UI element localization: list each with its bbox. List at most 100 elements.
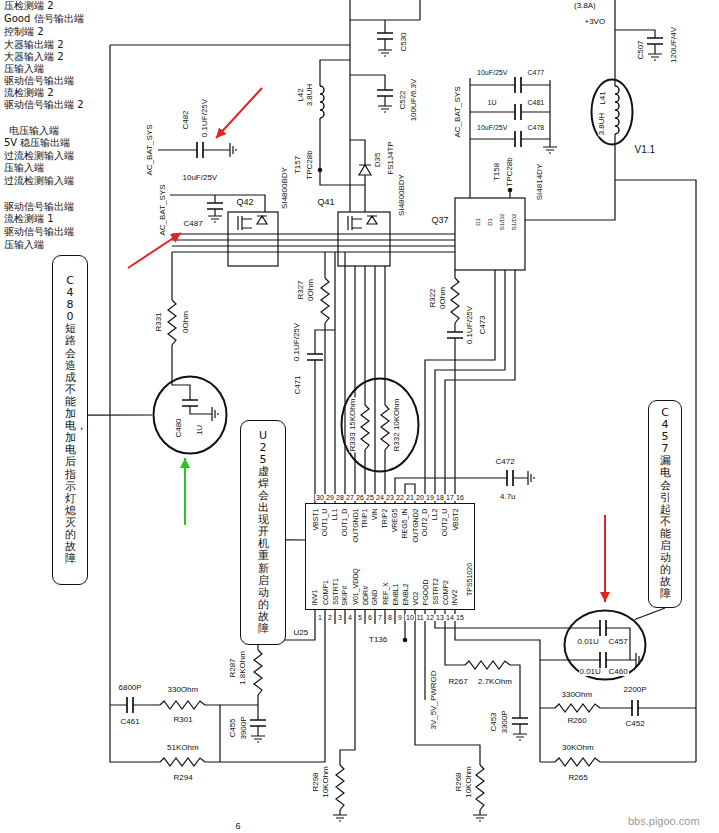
component-label: 30KOhm [561,744,595,752]
pin-number: 19 [425,494,435,501]
pin-description: 驱动信号输出端 [3,202,75,212]
fault-note: C480短路会造成不能加电，加电后指示灯熄灭的故障 [52,255,88,585]
pin-number: 9 [397,614,403,621]
pin-name: VIN [371,507,378,521]
component-label: R333 15KOhm [349,398,357,453]
component-label: D35 [374,152,382,169]
component-label: C473 [478,314,486,335]
pin-name: COMP2 [441,579,448,606]
component-label: C457 [608,638,629,646]
component-label: 3V_5V_PWRGD [429,669,437,730]
pin-number: 5 [357,614,363,621]
component-label: T157 [294,155,302,175]
leader-line [88,414,152,415]
component-label: (3.8A) [573,2,597,10]
component-label: Q42 [236,198,255,207]
pin-number: 21 [405,494,415,501]
pin-number: 7 [377,614,383,621]
page-number: 6 [235,822,242,831]
wire [220,624,696,815]
component-label: S1/D2 [511,213,517,232]
test-point [508,188,513,193]
component-label: 2200P [623,686,648,694]
pin-name: ENBL2 [402,582,409,606]
pin-name: GND [371,588,378,606]
component-label: 4.7u [499,493,517,501]
pin-name: V01_VDDQ [351,567,358,606]
leader-line [635,608,665,620]
pin-name: INV1 [311,588,318,606]
component-label: SI4800BDY [281,166,289,210]
ellipse-outline [565,611,646,680]
wire [158,150,455,252]
component-label: D1 [475,217,481,227]
pin-name: INV2 [451,588,458,606]
pin-number: 16 [455,494,465,501]
ellipse-outline [154,377,227,454]
component-label: 0.1UF/25V [466,305,474,345]
pin-name: SSTRT2 [431,577,438,606]
component-label: 330Ohm [167,686,200,694]
pin-name: OUT1_U [321,507,328,537]
pin-number: 30 [315,494,325,501]
test-point [318,168,323,173]
pin-number: 3 [337,614,343,621]
component-label: R301 [173,716,194,724]
component-label: FS1J4TP [386,140,394,175]
highlight-circle: R333 15KOhmR332 10KOhm [340,377,420,473]
pin-description: 过流检测输入端 [3,151,75,161]
component-label: R298 [311,771,319,792]
component-label: R260 [567,717,588,725]
note-text: C480短路会造成不能加电，加电后指示灯熄灭的故障 [65,275,76,565]
pin-number: 14 [445,614,455,621]
component-label: 0Ohm [439,286,447,310]
highlight-circle: L413.8UH [590,78,634,146]
pin-name: OUT2_D [421,507,428,537]
component-label: Q37 [431,216,450,225]
component-label: R265 [568,774,589,782]
component-label: AC_BAT_SYS [454,86,462,139]
note-text: C457漏电会引起不能启动的故障 [660,407,671,601]
component-label: AC_BAT_SYS [146,124,154,177]
component-label: C482 [181,109,189,130]
pin-name: COMP1 [321,579,328,606]
component-label: 0.01U [579,668,602,676]
pin-description: Good 信号输出端 [3,14,85,24]
pin-number: 24 [375,494,385,501]
component-label: C452 [625,720,646,728]
component-label: 1.8KOhm [239,650,247,686]
mosfet-package [228,212,278,266]
pin-name: VREG5 [391,507,398,533]
pin-number: 29 [325,494,335,501]
component-label: 1U [196,424,204,436]
green-arrow [184,458,186,525]
pin-description: 压输入端 [3,240,45,250]
pin-number: 22 [395,494,405,501]
mosfet-symbol [238,216,377,230]
component-label: 3300P [500,709,508,734]
component-label: SI4814DY [536,163,544,201]
component-label: 100UF/6.3V [410,78,418,123]
pin-number: 25 [365,494,375,501]
component-label: C507 [636,39,644,60]
component-label: C478 [527,124,546,131]
pin-description: 控制端 2 [3,27,45,37]
component-label: C461 [120,718,141,726]
pin-description: 驱动信号输出端 [3,227,75,237]
pin-number: 15 [455,614,465,621]
red-arrow [216,88,262,138]
fault-note: U25虚焊会出现开机重新启动的故障 [240,420,286,645]
pin-name: VBST2 [452,507,459,531]
mosfet-package [455,198,525,270]
pin-description: 压检测端 2 [3,1,55,11]
inductor-symbol [320,86,619,134]
pin-description: 大器输出端 2 [3,40,65,50]
pin-description: 5V 稳压输出端 [3,138,71,148]
leader-line [286,539,305,540]
ellipse-outline [590,78,634,146]
pin-number: 27 [345,494,355,501]
pin-number: 20 [415,494,425,501]
pin-description: 流检测端 2 [3,88,55,98]
component-label: C487 [183,220,204,228]
